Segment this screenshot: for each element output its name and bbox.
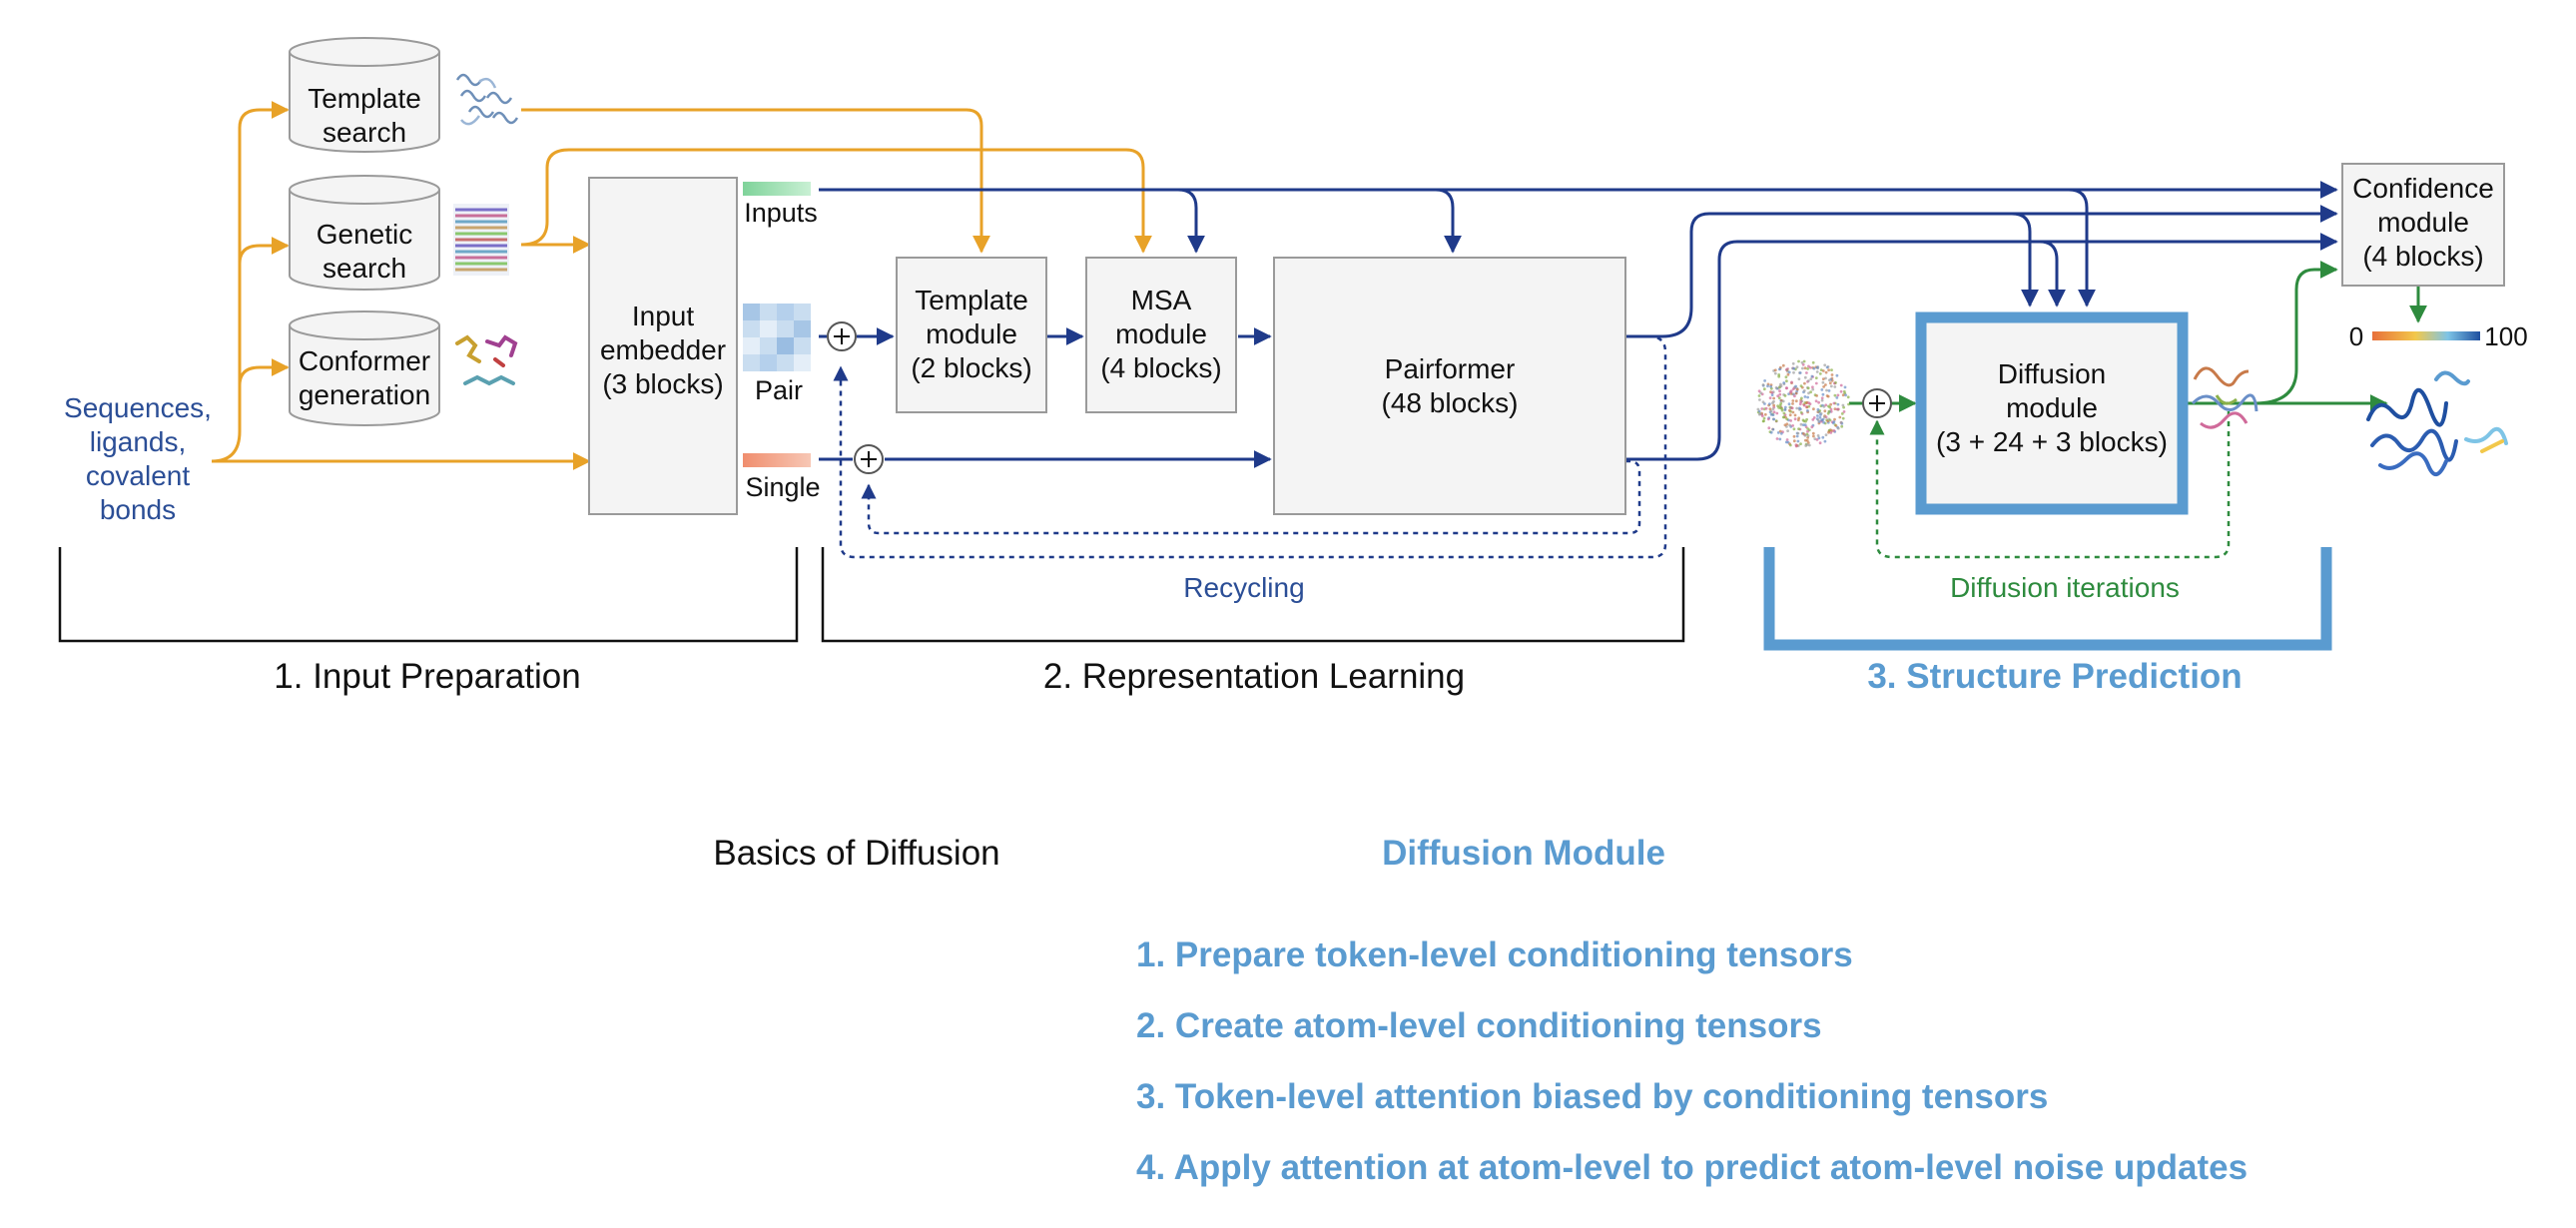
stage1-title: 1. Input Preparation	[274, 657, 580, 696]
predicted-structure-icon	[2191, 366, 2258, 429]
pairformer-label: Pairformer(48 blocks)	[1382, 353, 1519, 418]
basics-of-diffusion-title: Basics of Diffusion	[713, 834, 999, 873]
single-chip	[743, 453, 811, 467]
diffusion-flows	[1849, 261, 2427, 412]
diffusion-step-1: 1. Prepare token-level conditioning tens…	[1136, 935, 1853, 974]
pairformer-box: Pairformer(48 blocks)	[1273, 257, 1626, 515]
diffusion-step-4: 4. Apply attention at atom-level to pred…	[1136, 1148, 2248, 1187]
diffusion-step-3: 3. Token-level attention biased by condi…	[1136, 1077, 2048, 1116]
stage3-title: 3. Structure Prediction	[1867, 657, 2242, 696]
single-representation-label: Single	[745, 472, 820, 502]
inputs-chip	[743, 182, 811, 196]
stage1-bracket	[58, 547, 799, 643]
pair-matrix-icon	[743, 304, 811, 371]
conformer-molecule-icon	[455, 334, 518, 386]
diffusion-step-2: 2. Create atom-level conditioning tensor…	[1136, 1006, 1822, 1045]
diffusion-iterations-label: Diffusion iterations	[1950, 572, 2180, 603]
stage2-bracket	[821, 547, 1685, 643]
msa-alignment-icon	[453, 204, 509, 276]
confidence-scale-max: 100	[2484, 321, 2527, 351]
pair-add-node	[827, 321, 857, 351]
diffusion-add-node	[1862, 388, 1892, 418]
input-flows	[211, 101, 1152, 470]
inputs-representation-label: Inputs	[744, 198, 818, 228]
stage3-bracket	[1763, 547, 2332, 651]
diffusion-module-title: Diffusion Module	[1382, 834, 1665, 873]
noise-cloud-icon	[1756, 359, 1850, 448]
representation-flows	[819, 181, 2338, 468]
recycling-label: Recycling	[1183, 572, 1304, 603]
template-structure-icon	[455, 73, 519, 126]
pair-representation-label: Pair	[755, 375, 803, 405]
stage2-title: 2. Representation Learning	[1043, 657, 1465, 696]
single-add-node	[854, 444, 884, 474]
confidence-scale-min: 0	[2349, 321, 2363, 351]
final-structure-icon	[2366, 370, 2508, 476]
confidence-scale-bar	[2372, 331, 2480, 340]
